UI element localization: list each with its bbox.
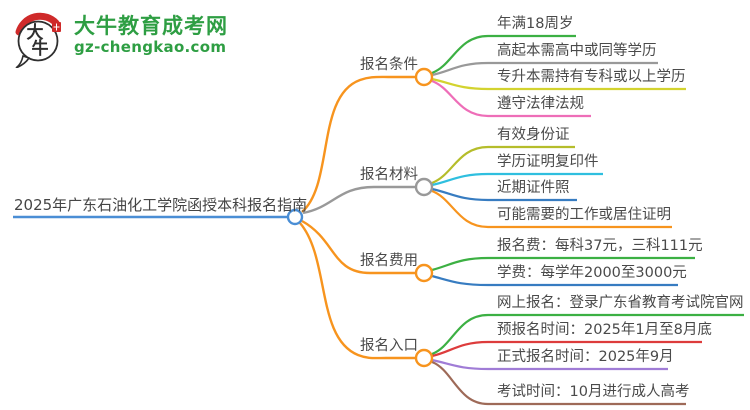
logo-title: 大牛教育成考网 — [74, 14, 228, 38]
branch4-trunk-line — [299, 222, 416, 360]
branch4-leaf2-label: 预报名时间：2025年1月至8月底 — [497, 322, 712, 338]
branch4-leaf2-line — [431, 340, 702, 358]
logo-icon-char-top: 大 — [27, 22, 44, 43]
daniu-logo-icon: 大 牛 — [15, 12, 61, 68]
branch3-leaf2-label: 学费：每学年2000至3000元 — [497, 265, 687, 281]
root-node-label: 2025年广东石油化工学院函授本科报名指南 — [14, 196, 308, 214]
branch4-leaf4-line — [431, 360, 686, 406]
branch3-node-circle — [414, 263, 434, 283]
branch4-leaf4-label: 考试时间：10月进行成人高考 — [497, 384, 690, 400]
branch4-node-circle — [414, 348, 434, 368]
branch2-leaf3-label: 近期证件照 — [497, 180, 570, 196]
branch1-leaf1-line — [431, 34, 576, 75]
branch2-label: 报名材料 — [360, 167, 418, 183]
branch1-leaf3-label: 专升本需持有专科或以上学历 — [497, 69, 686, 85]
branch3-leaf1-line — [431, 256, 695, 272]
branch2-leaf4-line — [431, 189, 672, 229]
branch1-node-circle — [414, 67, 434, 87]
branch1-label: 报名条件 — [360, 57, 418, 73]
branch2-node-circle — [414, 177, 434, 197]
branch2-leaf1-line — [431, 145, 575, 185]
branch3-leaf1-label: 报名费：每科37元，三科111元 — [497, 238, 703, 254]
branch2-leaf2-line — [431, 172, 603, 187]
branch2-leaf4-label: 可能需要的工作或居住证明 — [497, 207, 671, 223]
branch4-label: 报名入口 — [360, 338, 418, 354]
logo-subtitle: gz-chengkao.com — [74, 38, 227, 56]
branch1-leaf4-label: 遵守法律法规 — [497, 96, 584, 112]
branch3-leaf2-line — [431, 274, 678, 287]
logo-icon-char-bottom: 牛 — [32, 38, 49, 59]
branch1-leaf2-line — [431, 61, 658, 77]
root-node-circle — [286, 208, 304, 226]
branch1-leaf4-line — [431, 79, 591, 118]
branch2-trunk-line — [302, 185, 416, 215]
branch1-trunk-line — [301, 75, 416, 213]
branch4-leaf3-line — [431, 358, 668, 371]
branch3-trunk-line — [301, 219, 416, 275]
branch2-leaf1-label: 有效身份证 — [497, 127, 570, 143]
branch1-leaf2-label: 高起本需高中或同等学历 — [497, 43, 657, 59]
branch4-leaf1-label: 网上报名：登录广东省教育考试院官网 — [497, 295, 744, 311]
branch2-leaf2-label: 学历证明复印件 — [497, 154, 599, 170]
site-logo: 大 牛 大牛教育成考网 gz-chengkao.com — [12, 10, 228, 68]
branch4-leaf3-label: 正式报名时间：2025年9月 — [497, 349, 674, 365]
branch4-leaf1-line — [431, 313, 744, 356]
branch1-leaf1-label: 年满18周岁 — [497, 16, 574, 32]
branch2-leaf3-line — [431, 187, 577, 202]
branch1-leaf3-line — [431, 77, 686, 91]
branch3-label: 报名费用 — [360, 253, 418, 269]
